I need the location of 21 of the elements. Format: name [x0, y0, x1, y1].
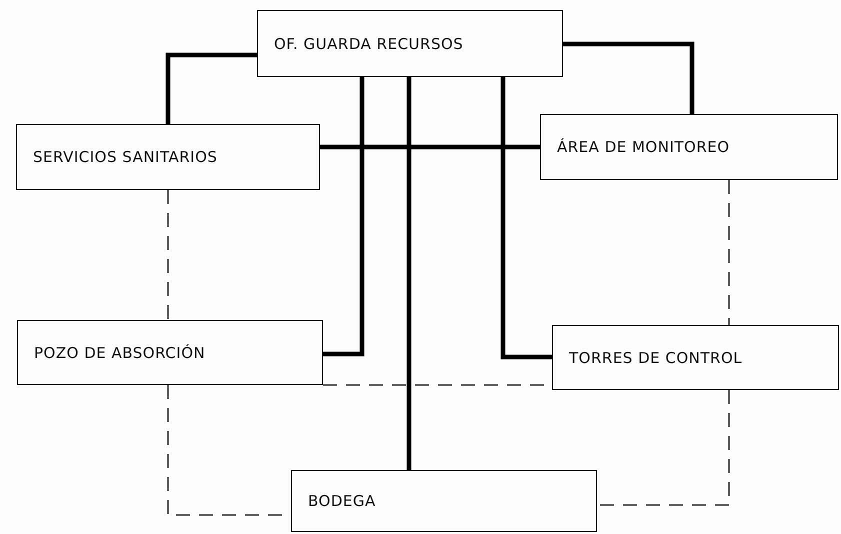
connector-line: [500, 77, 552, 360]
box-label: ÁREA DE MONITOREO: [557, 138, 730, 156]
process-box: [17, 320, 323, 385]
connector-line: [563, 42, 694, 114]
dashed-connector: [167, 190, 169, 320]
box-label: TORRES DE CONTROL: [569, 348, 742, 366]
process-box: [257, 10, 563, 77]
process-box: [552, 325, 839, 390]
connector-line: [406, 77, 412, 470]
process-box: [540, 114, 838, 180]
process-box: [291, 470, 597, 532]
connector-line: [323, 77, 364, 356]
box-label: BODEGA: [308, 492, 376, 510]
process-box: [16, 124, 320, 190]
dashed-connector: [728, 180, 730, 325]
box-label: POZO DE ABSORCIÓN: [34, 344, 206, 362]
box-label: SERVICIOS SANITARIOS: [33, 148, 218, 166]
box-label: OF. GUARDA RECURSOS: [274, 34, 464, 52]
connector-line: [166, 52, 257, 124]
connector-line: [320, 144, 540, 150]
dashed-connector: [597, 390, 730, 506]
